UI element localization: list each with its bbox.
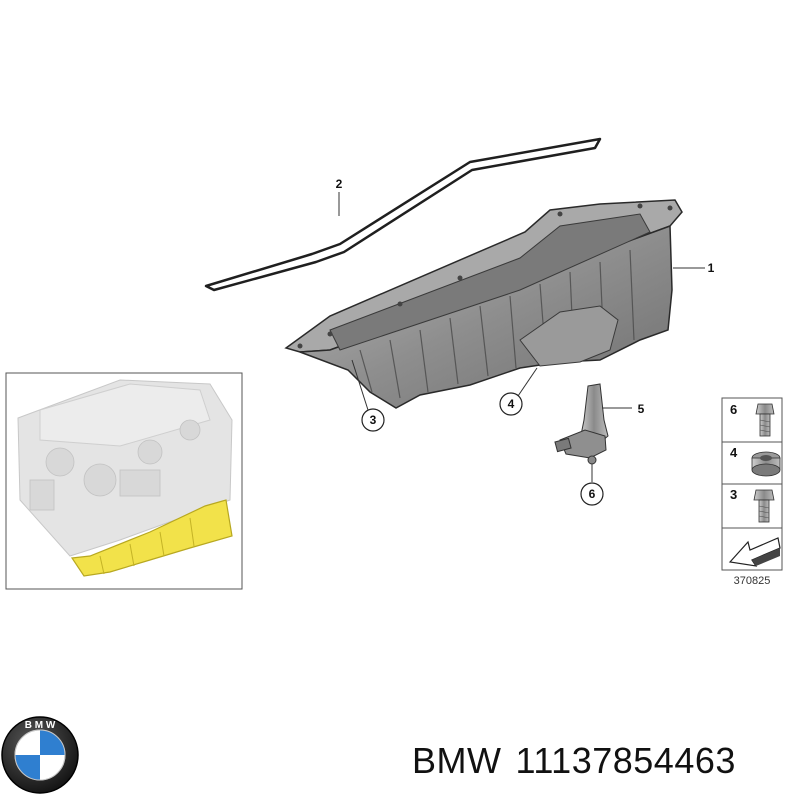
footer-part-number: 11137854463 bbox=[515, 740, 736, 781]
leader-line-3 bbox=[351, 359, 369, 411]
callout-3-circle bbox=[361, 408, 385, 432]
bmw-logo-lettering: B M W bbox=[25, 720, 56, 731]
catalog-number: 370825 bbox=[734, 575, 771, 587]
callout-3-label: 3 bbox=[370, 413, 377, 427]
legend-arrow-icon bbox=[728, 537, 781, 567]
legend-plug-4-icon bbox=[751, 451, 781, 477]
oil-level-sensor-part bbox=[554, 383, 609, 465]
legend-bolt-3-icon bbox=[753, 489, 775, 523]
leader-line-4 bbox=[517, 367, 538, 397]
callout-6-circle bbox=[580, 482, 604, 506]
footer-brand: BMW bbox=[412, 740, 502, 781]
callout-4-circle bbox=[499, 392, 523, 416]
legend-item-3-label: 3 bbox=[730, 487, 737, 502]
bmw-logo: B M W bbox=[1, 716, 79, 794]
oil-pan-part bbox=[284, 199, 683, 409]
callout-1-label: 1 bbox=[708, 261, 715, 275]
gasket-part bbox=[204, 137, 602, 292]
engine-thumbnail-image bbox=[17, 379, 233, 577]
callout-2-label: 2 bbox=[336, 177, 343, 191]
footer-part-label: BMW 11137854463 bbox=[412, 740, 750, 782]
callout-5-label: 5 bbox=[638, 402, 645, 416]
legend-item-4-label: 4 bbox=[730, 445, 738, 460]
legend-bolt-6-icon bbox=[755, 403, 775, 437]
callout-4-label: 4 bbox=[508, 397, 515, 411]
callout-6-label: 6 bbox=[589, 487, 596, 501]
legend-item-6-label: 6 bbox=[730, 402, 737, 417]
